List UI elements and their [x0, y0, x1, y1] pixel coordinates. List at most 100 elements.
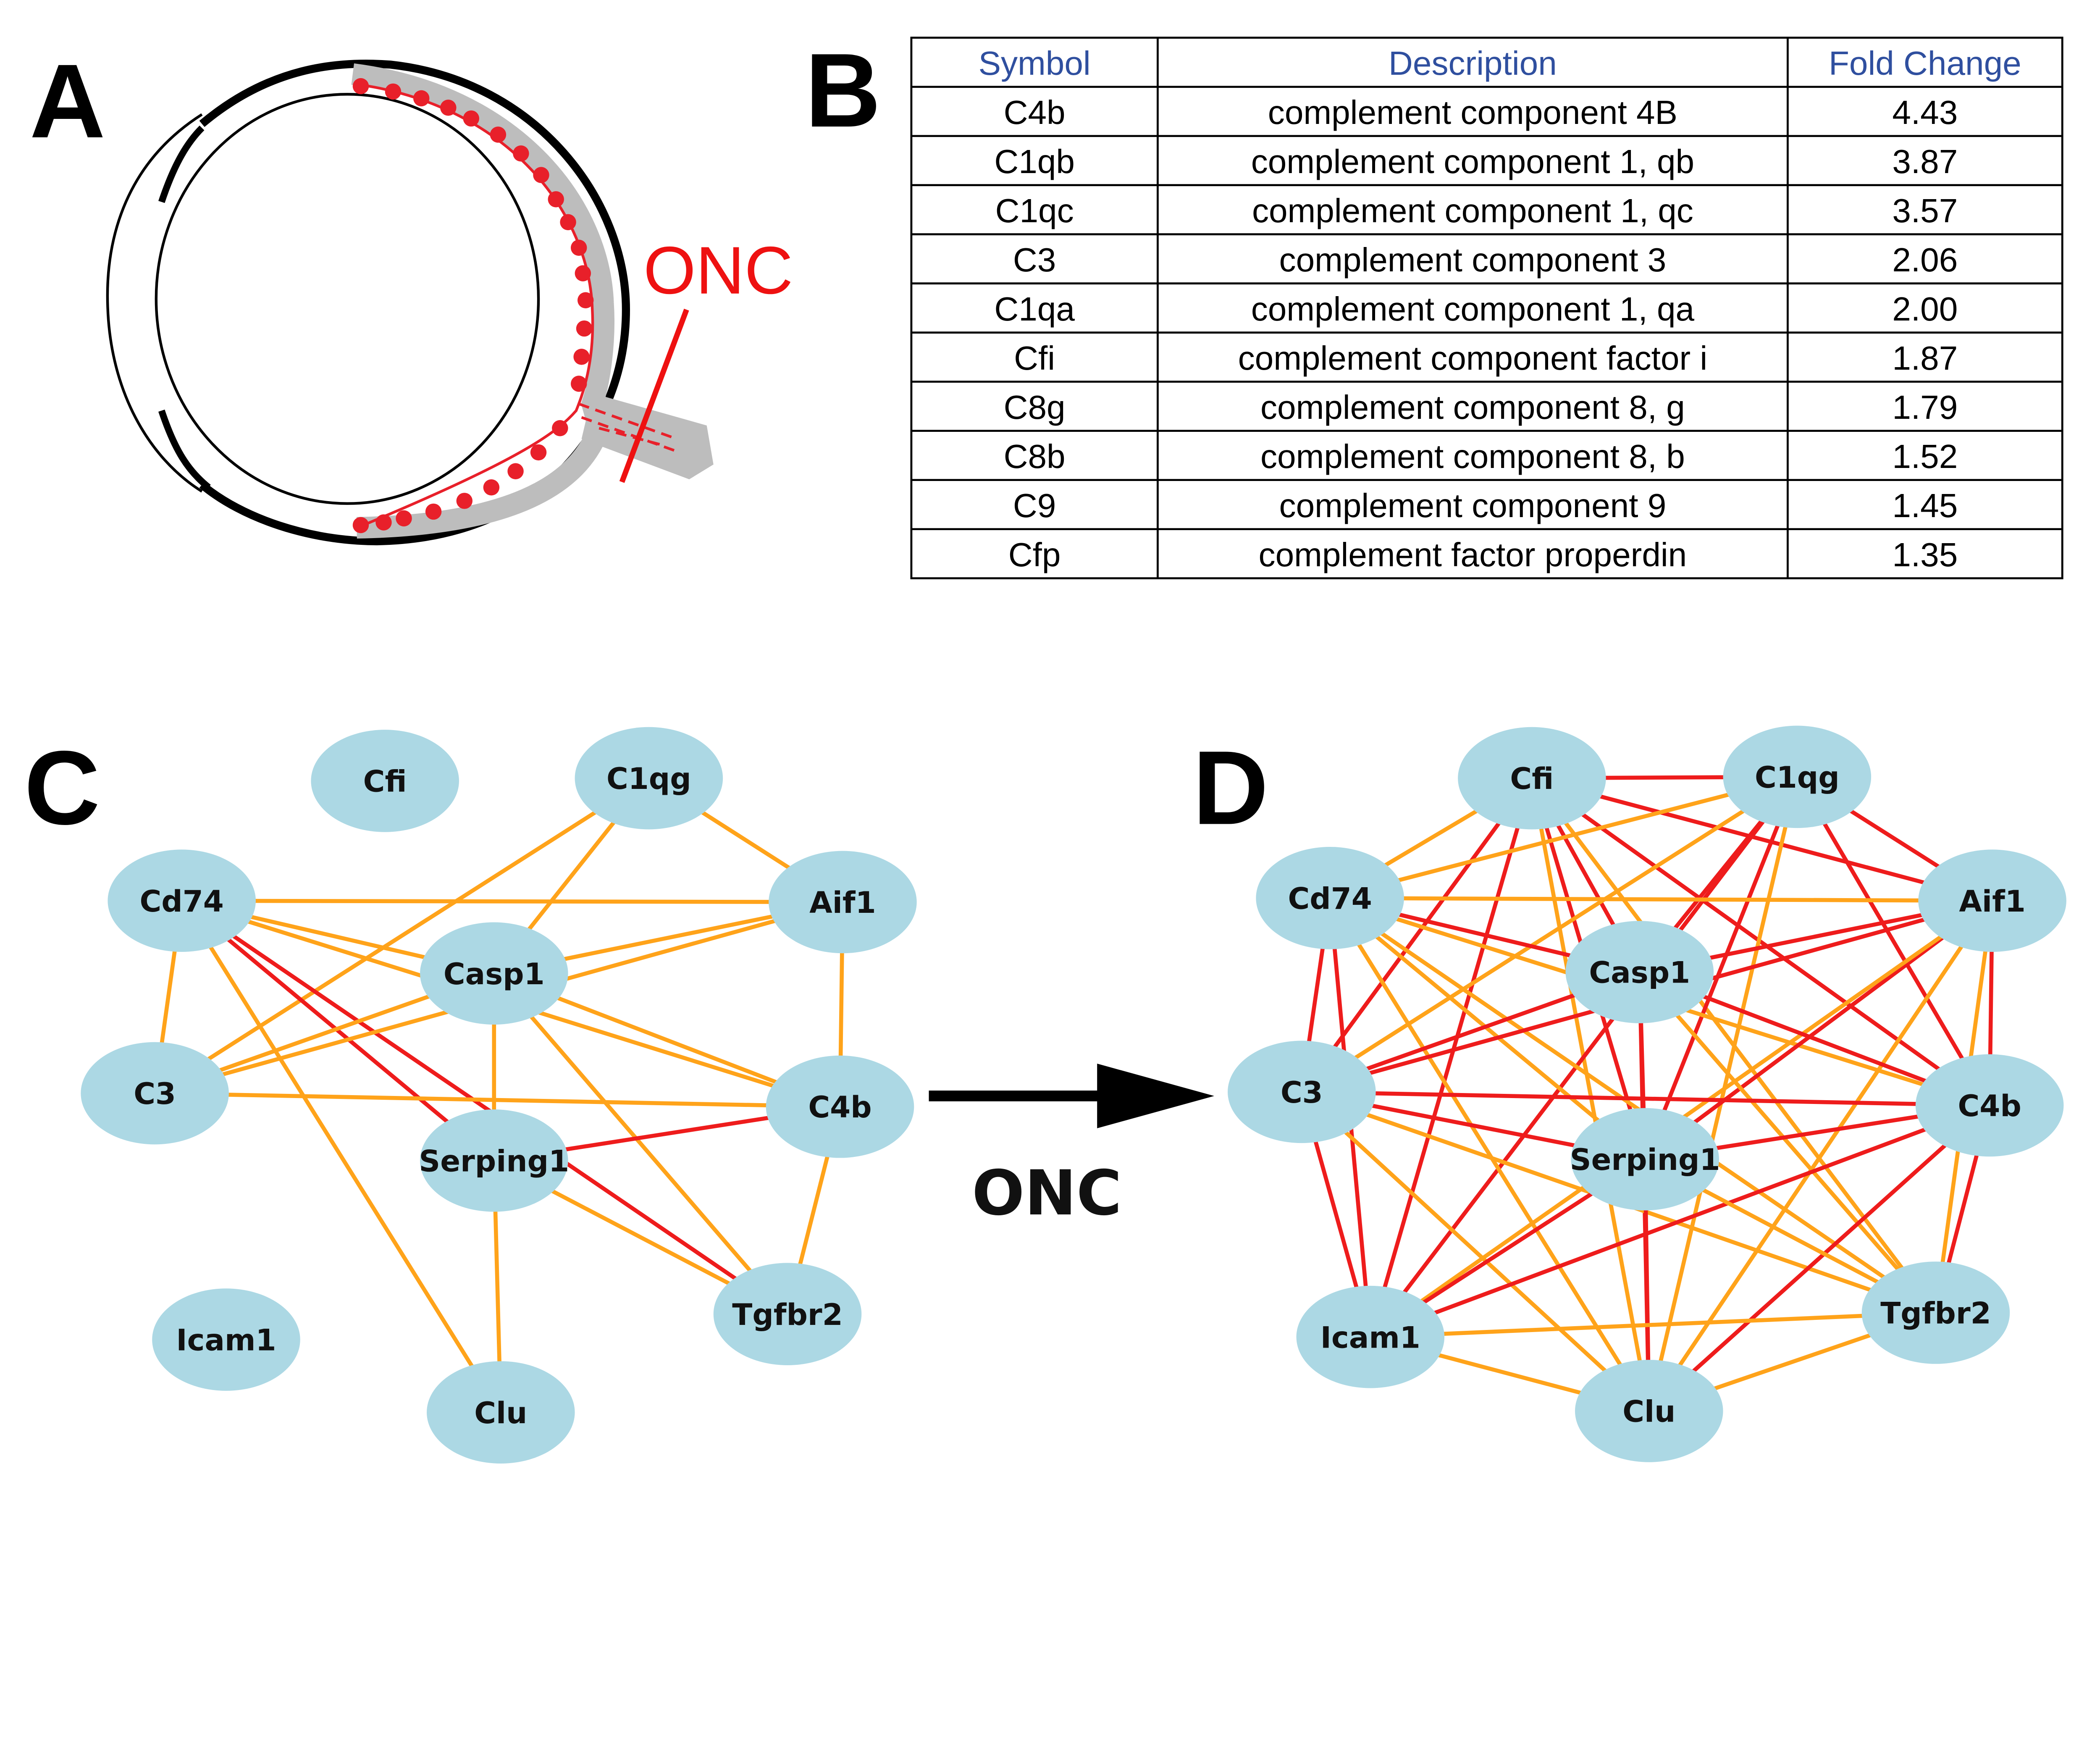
node-ellipse: [1296, 1285, 1445, 1388]
ganglion-cell-dot: [573, 349, 590, 365]
ganglion-cell-dot: [483, 479, 500, 496]
node-ellipse: [766, 1055, 914, 1158]
cell-description: complement component 8, b: [1260, 437, 1685, 475]
node-label: Clu: [1622, 1395, 1675, 1429]
lens-outline: [155, 93, 540, 505]
onc-arrow: ONC: [929, 1064, 1215, 1229]
header-fold-change: Fold Change: [1829, 44, 2021, 82]
cell-description: complement component 1, qc: [1252, 192, 1693, 229]
cell-symbol: Cfi: [1014, 339, 1055, 377]
cell-symbol: C8g: [1004, 388, 1066, 426]
cell-description: complement component 8, g: [1260, 388, 1685, 426]
eye-diagram: ONC: [106, 59, 793, 546]
node-ellipse: [81, 1042, 229, 1145]
edge-casp1-tgfbr2: [492, 972, 789, 1316]
cell-description: complement factor properdin: [1259, 536, 1687, 573]
node-label: Casp1: [444, 957, 545, 991]
node-ellipse: [1228, 1041, 1376, 1143]
edge-c3-clu: [1300, 1090, 1651, 1413]
node-label: Serping1: [1570, 1143, 1720, 1177]
node-ellipse: [1915, 1054, 2064, 1157]
node-ellipse: [1575, 1360, 1723, 1462]
node-label: Icam1: [1320, 1320, 1420, 1355]
edge-cfi-icam1: [1368, 778, 1534, 1338]
cell-symbol: C9: [1013, 486, 1056, 524]
edge-c1qg-cd74: [1329, 775, 1798, 900]
arrow-label: ONC: [972, 1157, 1122, 1229]
node-label: C1qg: [1755, 760, 1840, 795]
node-label: Icam1: [176, 1323, 276, 1358]
node-label: C1qg: [606, 762, 691, 796]
node-label: Cfi: [363, 765, 407, 799]
ganglion-cell-dot: [533, 167, 549, 183]
table-row: C1qc complement component 1, qc 3.57: [995, 192, 1958, 229]
node-serping1: Serping1: [419, 1109, 569, 1212]
cell-symbol: C1qb: [994, 142, 1075, 180]
cornea-edge-bottom: [158, 410, 211, 490]
cell-fold-change: 1.87: [1892, 339, 1958, 377]
cornea-edge-top: [158, 125, 205, 203]
node-c3: C3: [1228, 1041, 1376, 1143]
cell-fold-change: 2.00: [1892, 290, 1958, 328]
node-label: Clu: [474, 1396, 527, 1430]
edge-cd74-aif1: [1330, 896, 1992, 903]
edge-cfi-aif1: [1531, 776, 1993, 903]
node-c3: C3: [81, 1042, 229, 1145]
edge-cd74-aif1: [181, 899, 843, 904]
node-c4b: C4b: [766, 1055, 914, 1158]
node-tgfbr2: Tgfbr2: [713, 1263, 862, 1365]
edge-c3-c4b: [155, 1091, 840, 1109]
ganglion-cell-dot: [578, 292, 594, 308]
cell-symbol: Cfp: [1008, 536, 1061, 573]
edge-cd74-serping1: [1328, 896, 1646, 1161]
node-label: Casp1: [1589, 956, 1690, 990]
node-ellipse: [1918, 849, 2066, 952]
node-tgfbr2: Tgfbr2: [1861, 1261, 2010, 1364]
panel-label-a: A: [30, 42, 106, 160]
node-casp1: Casp1: [1565, 921, 1714, 1023]
node-icam1: Icam1: [1296, 1285, 1445, 1388]
node-c1qg: C1qg: [575, 727, 723, 830]
edge-c1qg-c4b: [1795, 775, 1992, 1106]
ganglion-cell-dot: [425, 503, 442, 520]
node-serping1: Serping1: [1570, 1108, 1720, 1211]
ganglion-cell-dot: [456, 493, 473, 509]
edge-c3-c4b: [1302, 1090, 1990, 1108]
node-label: Aif1: [809, 886, 876, 920]
panel-label-c: C: [24, 729, 100, 846]
node-ellipse: [1723, 725, 1872, 828]
node-ellipse: [420, 1109, 568, 1212]
cell-description: complement component 9: [1279, 486, 1667, 524]
ganglion-cell-dot: [396, 510, 412, 527]
retinal-ganglion-cells: [352, 78, 594, 533]
node-ellipse: [1861, 1261, 2010, 1364]
cell-symbol: C3: [1013, 241, 1056, 279]
cell-fold-change: 3.87: [1892, 142, 1958, 180]
cell-symbol: C1qc: [995, 192, 1074, 229]
edge-aif1-clu: [1647, 899, 1994, 1412]
node-aif1: Aif1: [769, 851, 917, 954]
axon-lines: [578, 402, 680, 454]
cell-fold-change: 1.45: [1892, 486, 1958, 524]
table-row: C9 complement component 9 1.45: [1013, 486, 1958, 524]
node-label: Tgfbr2: [1880, 1296, 1991, 1331]
node-ellipse: [311, 730, 459, 832]
ganglion-cell-dot: [507, 463, 524, 480]
header-symbol: Symbol: [979, 44, 1091, 82]
edge-icam1-tgfbr2: [1370, 1311, 1936, 1339]
cell-fold-change: 3.57: [1892, 192, 1958, 229]
panel-label-d: D: [1193, 729, 1269, 846]
edge-c4b-clu: [1648, 1104, 1991, 1413]
cell-description: complement component 1, qa: [1251, 290, 1695, 328]
panel-label-b: B: [805, 32, 881, 149]
ganglion-cell-dot: [463, 110, 480, 127]
edge-cfi-c3: [1300, 777, 1534, 1093]
node-ellipse: [1571, 1108, 1719, 1211]
